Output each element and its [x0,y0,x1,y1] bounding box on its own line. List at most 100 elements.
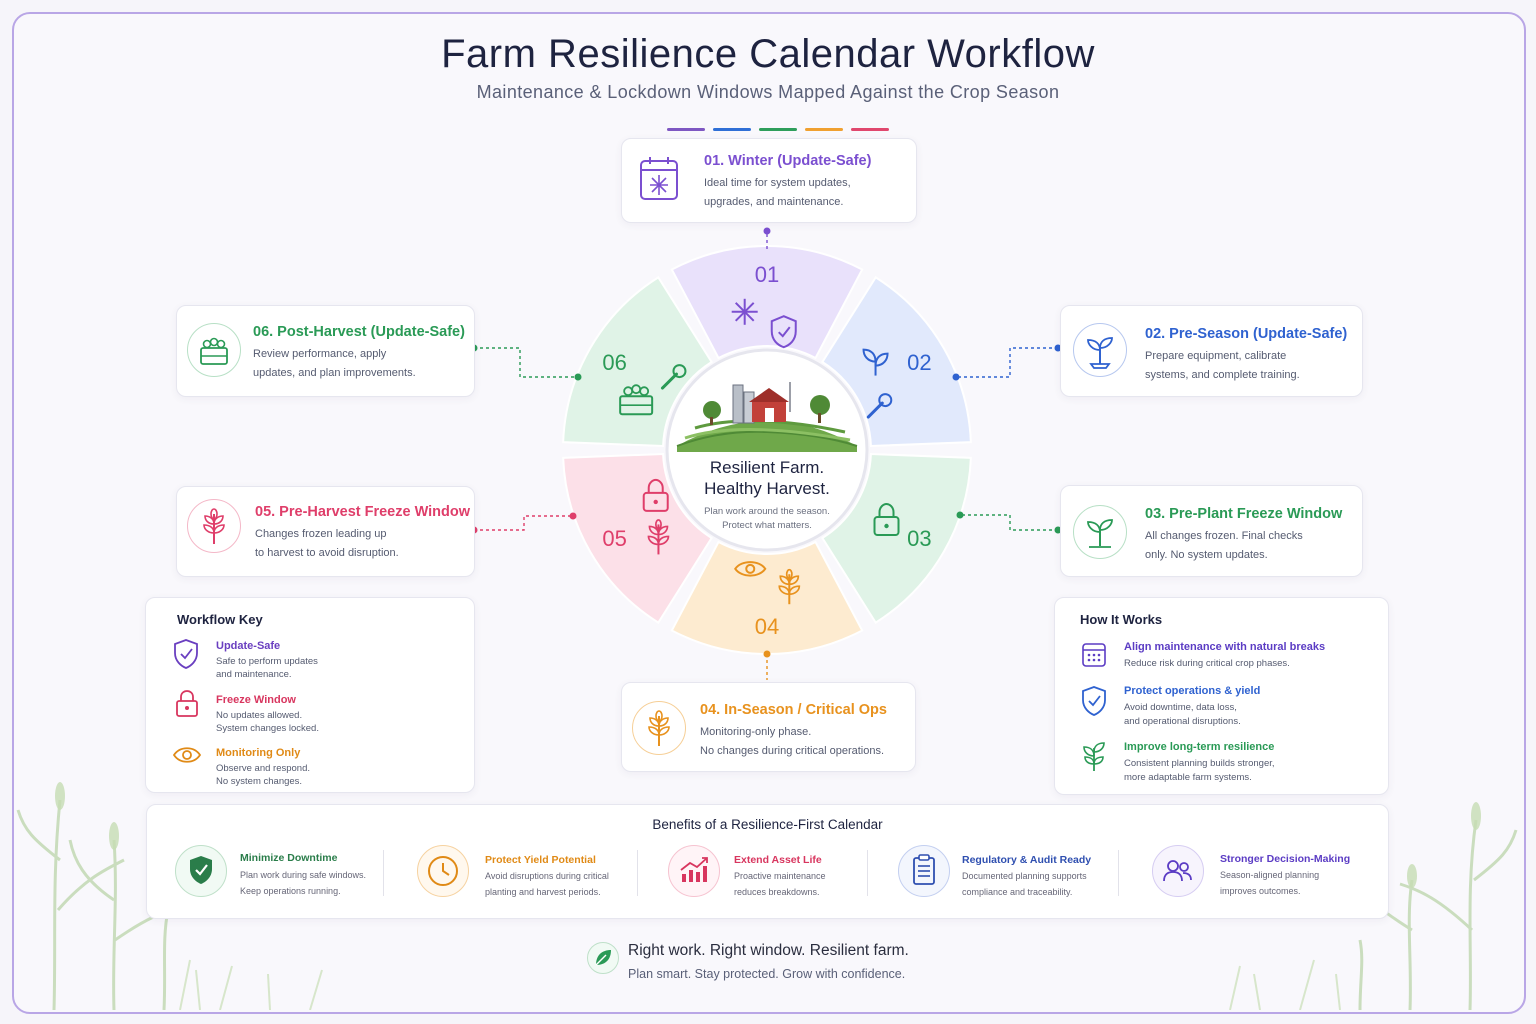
center-line-1: Resilient Farm. [710,458,824,477]
calendar-snowflake-icon [640,157,678,200]
eye-icon [734,561,767,577]
key-monitoring-only-line2: No system changes. [216,776,303,787]
accent-bar [851,128,889,131]
step-03-line1: All changes frozen. Final checks [1145,530,1303,542]
step-03-icon-circle [1073,505,1127,559]
snowflake-icon [731,298,758,325]
benefit-2-icon-circle [417,845,469,897]
wheat-icon [203,508,225,544]
benefit-5-line2: improves outcomes. [1220,886,1301,896]
step-02-line2: systems, and complete training. [1145,369,1300,381]
crate-icon [619,384,654,416]
how-item-3-title: Improve long-term resilience [1124,741,1275,753]
wheat-icon [778,568,801,605]
lock-icon [176,690,198,717]
grass-decoration [179,959,1341,1010]
key-update-safe-title: Update-Safe [216,640,281,652]
wheat-icon [647,519,670,555]
step-06-icon-circle [187,323,241,377]
key-monitoring-only-title: Monitoring Only [216,747,301,759]
benefit-3-line2: reduces breakdowns. [734,887,820,897]
segment-06[interactable] [562,275,713,448]
benefit-4-line1: Documented planning supports [962,871,1087,881]
wheat-icon [648,710,670,746]
workflow-key-heading: Workflow Key [177,612,263,627]
center-line-3: Plan work around the season. [704,506,830,517]
shield-check-icon [770,315,797,349]
step-01-line2: upgrades, and maintenance. [704,196,844,208]
benefit-3-title: Extend Asset Life [734,854,822,866]
step-card-03[interactable]: 03. Pre-Plant Freeze Window All changes … [1060,485,1363,577]
step-card-04[interactable]: 04. In-Season / Critical Ops Monitoring-… [621,682,916,772]
benefit-4-title: Regulatory & Audit Ready [962,854,1092,866]
accent-bars [667,118,897,136]
segment-04[interactable] [670,540,864,655]
clock-icon [428,856,458,886]
step-03-line2: only. No system updates. [1145,549,1268,561]
key-freeze-window-line1: No updates allowed. [216,710,303,721]
step-04-title: 04. In-Season / Critical Ops [700,702,887,718]
step-card-05[interactable]: 05. Pre-Harvest Freeze Window Changes fr… [176,486,475,577]
plant-icon [1083,742,1105,771]
center-line-4: Protect what matters. [722,520,812,531]
step-02-title: 02. Pre-Season (Update-Safe) [1145,326,1348,342]
footer-icon-circle [587,942,619,974]
footer-subtagline: Plan smart. Stay protected. Grow with co… [628,967,906,981]
step-06-title: 06. Post-Harvest (Update-Safe) [253,324,465,340]
season-ring: 01 02 03 04 05 06 Resilient Farm. Healthy Har… [562,245,972,655]
benefit-1-title: Minimize Downtime [240,852,338,864]
benefits-heading: Benefits of a Resilience-First Calendar [652,817,883,832]
how-it-works-panel: How It Works Align maintenance with natu… [1054,597,1389,795]
wrench-icon [660,364,687,390]
center-line-2: Healthy Harvest. [704,479,830,498]
step-04-line1: Monitoring-only phase. [700,726,812,738]
benefit-1-line1: Plan work during safe windows. [240,870,367,880]
step-06-line1: Review performance, apply [253,348,387,360]
segment-02[interactable] [821,275,972,448]
how-item-2-line2: and operational disruptions. [1124,716,1241,727]
step-card-02[interactable]: 02. Pre-Season (Update-Safe) Prepare equ… [1060,305,1363,397]
segment-05[interactable] [562,452,713,625]
benefit-2-title: Protect Yield Potential [485,854,596,866]
segment-04-number: 04 [755,614,779,639]
farm-illustration [676,382,858,452]
segment-06-number: 06 [602,350,626,375]
benefit-5-title: Stronger Decision-Making [1220,853,1351,865]
step-02-line1: Prepare equipment, calibrate [1145,350,1287,362]
segment-01-number: 01 [755,262,779,287]
step-05-title: 05. Pre-Harvest Freeze Window [255,504,471,520]
crate-icon [200,337,228,365]
step-01-title: 01. Winter (Update-Safe) [704,153,872,169]
segment-03-number: 03 [907,526,931,551]
benefit-1-icon-circle [175,845,227,897]
users-icon [1163,860,1192,882]
how-item-2-line1: Avoid downtime, data loss, [1124,702,1237,713]
eye-icon [172,747,202,763]
benefit-divider [1118,850,1119,896]
step-card-06[interactable]: 06. Post-Harvest (Update-Safe) Review pe… [176,305,475,397]
footer-tagline: Right work. Right window. Resilient farm… [628,942,909,959]
accent-bar [759,128,797,131]
segment-01[interactable] [670,245,864,360]
step-02-icon-circle [1073,323,1127,377]
chart-up-icon [680,857,708,882]
key-update-safe-line2: and maintenance. [216,669,292,680]
step-card-01[interactable]: 01. Winter (Update-Safe) Ideal time for … [621,138,917,223]
lock-icon [873,502,900,536]
benefit-divider [637,850,638,896]
segment-05-number: 05 [602,526,626,551]
how-item-3-line2: more adaptable farm systems. [1124,772,1252,783]
key-monitoring-only-line1: Observe and respond. [216,763,311,774]
step-04-icon-circle [632,701,686,755]
benefit-1-line2: Keep operations running. [240,886,341,896]
step-05-line2: to harvest to avoid disruption. [255,547,399,559]
leaf-icon [595,950,611,966]
benefit-2-line1: Avoid disruptions during critical [485,871,609,881]
how-item-2-title: Protect operations & yield [1124,685,1261,697]
calendar-grid-icon [1082,643,1106,667]
page-title: Farm Resilience Calendar Workflow [441,32,1095,76]
segment-02-number: 02 [907,350,931,375]
benefit-divider [867,850,868,896]
accent-bar [805,128,843,131]
step-05-icon-circle [187,499,241,553]
